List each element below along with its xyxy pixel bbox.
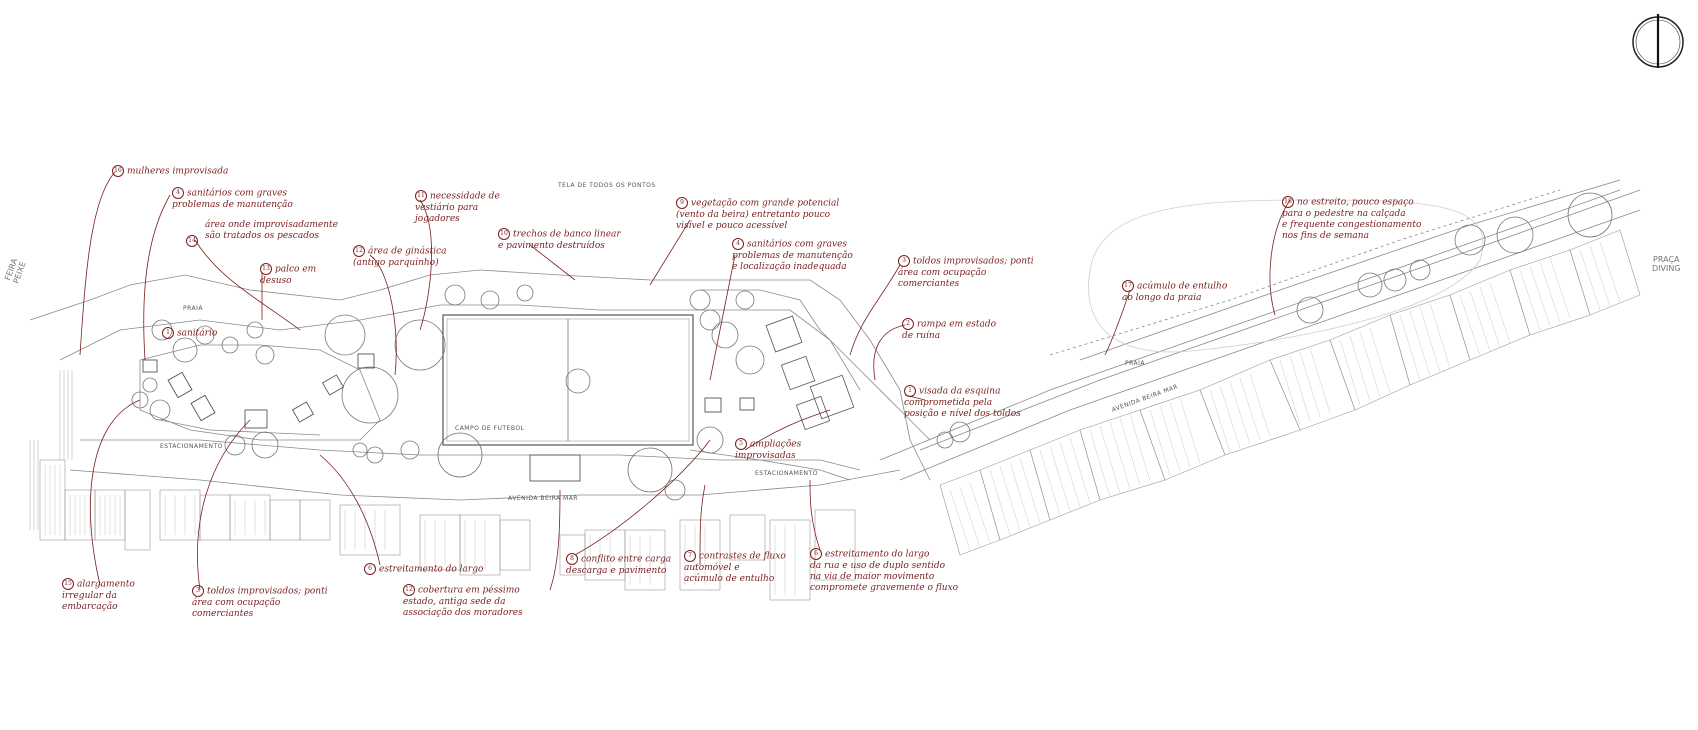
annotation-number: 3 xyxy=(898,255,910,267)
annotation-number: 13 xyxy=(260,263,272,275)
annotation-text: cobertura em péssimo estado, antiga sede… xyxy=(403,585,523,618)
annotation-text: área de ginástica (antigo parquinho) xyxy=(353,246,447,268)
annotation-number: 18 xyxy=(1282,196,1294,208)
annotation-text: toldos improvisados; ponti área com ocup… xyxy=(192,586,328,619)
annotation-text: palco em desuso xyxy=(260,264,317,286)
annotation-number: 10 xyxy=(498,228,510,240)
annotation-text: conflito entre carga descarga e paviment… xyxy=(566,554,672,576)
annotation-14: 14 xyxy=(186,235,201,248)
annotation-number: 1 xyxy=(162,327,174,339)
label-avenida-beira-mar-left: AVENIDA BEIRA MAR xyxy=(508,495,578,502)
north-arrow-icon xyxy=(1632,14,1684,68)
annotation-text: sanitários com graves problemas de manut… xyxy=(172,188,293,210)
annotation-number: 11 xyxy=(415,190,427,202)
annotation-number: 12 xyxy=(403,584,415,596)
annotation-text: ampliações improvisadas xyxy=(735,439,802,461)
soccer-field xyxy=(442,314,694,446)
annotation-number: 8 xyxy=(566,553,578,565)
annotation-number: 14 xyxy=(186,235,198,247)
annotation-number: 12 xyxy=(353,245,365,257)
annotation-text: trechos de banco linear e pavimento dest… xyxy=(498,229,621,251)
annotation-text: acúmulo de entulho ao longo da praia xyxy=(1122,281,1228,303)
label-campo-futebol: CAMPO DE FUTEBOL xyxy=(455,425,525,432)
annotation-number: 17 xyxy=(1122,280,1134,292)
annotation-text: toldos improvisados; ponti área com ocup… xyxy=(898,256,1034,289)
annotation-text: visada da esquina comprometida pela posi… xyxy=(904,386,1021,419)
annotation-text: área onde improvisadamente são tratados … xyxy=(205,220,338,241)
annotation-number: 5 xyxy=(735,438,747,450)
annotation-text: sanitários com graves problemas de manut… xyxy=(732,239,853,272)
annotation-number: 6 xyxy=(364,563,376,575)
label-praia-right: PRAIA xyxy=(1125,360,1146,367)
label-praia-top: PRAIA xyxy=(183,305,204,312)
annotation-number: 2 xyxy=(902,318,914,330)
label-tela: TELA DE TODOS OS PONTOS xyxy=(558,182,656,189)
annotation-text: estreitamento do largo xyxy=(379,564,484,575)
annotation-number: 15 xyxy=(62,578,74,590)
annotation-number: 4 xyxy=(172,187,184,199)
annotation-text: no estreito, pouco espaço para o pedestr… xyxy=(1282,197,1422,241)
label-praca-diving: PRAÇA DIVING xyxy=(1652,255,1681,273)
annotation-text: mulheres improvisada xyxy=(127,166,229,177)
annotation-text: vegetação com grande potencial (vento da… xyxy=(676,198,840,231)
annotation-number: 1 xyxy=(904,385,916,397)
label-estacionamento-right: ESTACIONAMENTO xyxy=(755,470,818,477)
annotation-number: 4 xyxy=(732,238,744,250)
annotation-text: sanitário xyxy=(177,328,218,339)
annotation-text: estreitamento do largo da rua e uso de d… xyxy=(810,549,959,593)
annotation-number: 16 xyxy=(112,165,124,177)
annotation-text: rampa em estado de ruína xyxy=(902,319,997,341)
annotation-text: contrastes de fluxo automóvel e acúmulo … xyxy=(684,551,786,584)
annotation-fish-area: área onde improvisadamente são tratados … xyxy=(205,220,338,242)
annotation-text: necessidade de vestiário para jogadores xyxy=(415,191,500,224)
annotation-number: 7 xyxy=(684,550,696,562)
annotation-number: 6 xyxy=(810,548,822,560)
annotation-number: 9 xyxy=(676,197,688,209)
annotation-text: alargamento irregular da embarcação xyxy=(62,579,135,612)
label-estacionamento-left: ESTACIONAMENTO xyxy=(160,443,223,450)
annotation-number: 3 xyxy=(192,585,204,597)
